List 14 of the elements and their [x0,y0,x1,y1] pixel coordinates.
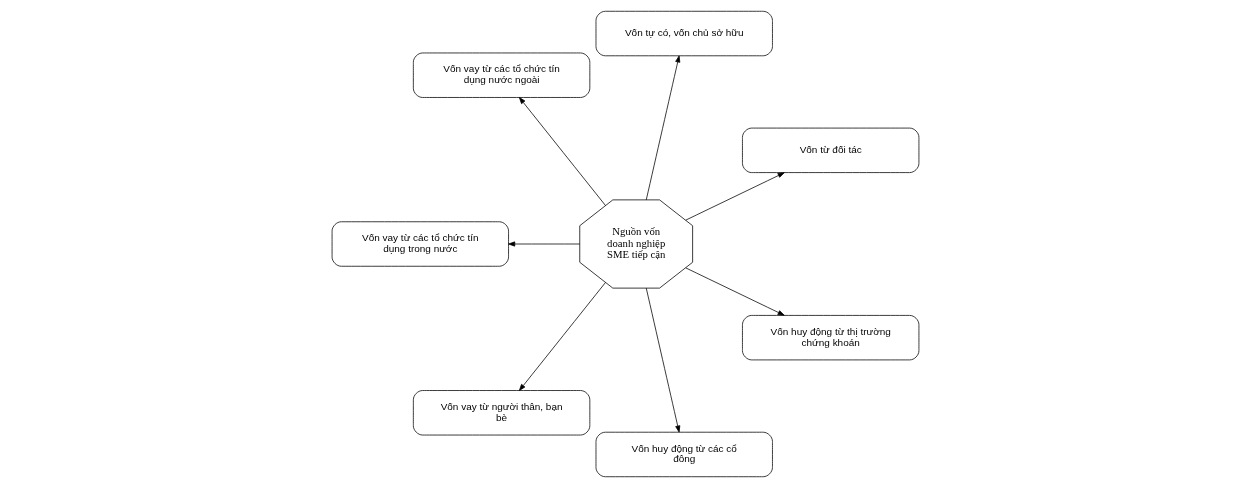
arrow [507,241,580,247]
arrow [645,287,680,433]
arrow [518,282,606,391]
arrow [645,55,680,201]
arrow [684,267,785,316]
node-box: Vốn vay từ các tổ chức tín dụng nước ngoài [412,52,590,98]
node-box: Vốn vay từ các tổ chức tín dụng trong nước [331,221,509,267]
node-box: Vốn tự có, vốn chủ sở hữu [595,10,773,57]
node-box: Vốn huy động từ các cổ đông [595,431,773,478]
node-box: Vốn vay từ người thân, bạn bè [412,390,590,436]
node-box: Vốn từ đối tác [741,127,919,173]
arrow [518,97,606,206]
node-box: Vốn huy động từ thị trường chứng khoán [741,315,919,361]
arrow [684,172,785,221]
